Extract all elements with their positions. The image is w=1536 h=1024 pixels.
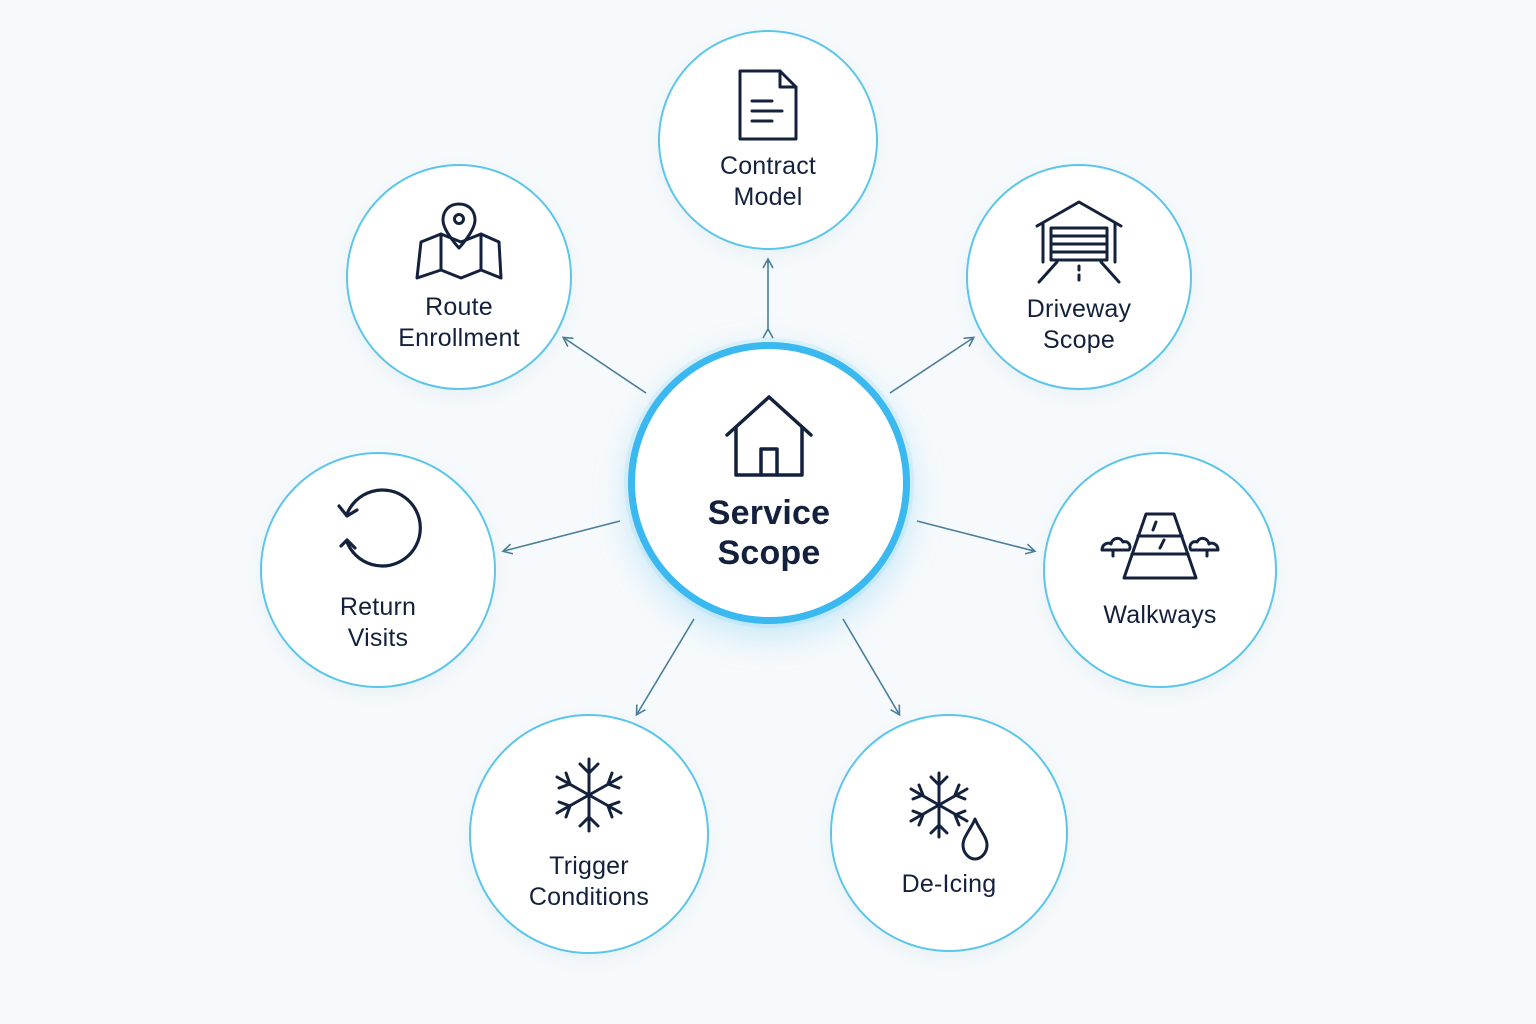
- map-pin-icon: [415, 202, 503, 280]
- connector-driveway-scope: [889, 336, 976, 394]
- service-scope-node: Service Scope: [628, 342, 910, 624]
- trigger-conditions-label: Trigger Conditions: [528, 852, 650, 911]
- house-icon: [725, 395, 813, 477]
- document-icon: [738, 69, 798, 141]
- driveway-scope-label: Driveway Scope: [1026, 295, 1132, 354]
- walkways-label: Walkways: [1103, 600, 1217, 629]
- route-enrollment-node: Route Enrollment: [346, 164, 572, 390]
- garage-icon: [1035, 200, 1123, 284]
- return-visits-label: Return Visits: [339, 593, 417, 652]
- refresh-icon: [337, 488, 422, 568]
- connector-de-icing: [842, 618, 901, 717]
- de-icing-node: De-Icing: [830, 714, 1068, 952]
- contract-model-label: Contract Model: [719, 152, 817, 211]
- connector-route-enrollment: [561, 336, 647, 394]
- service-scope-label: Service Scope: [707, 494, 831, 572]
- return-visits-node: Return Visits: [260, 452, 496, 688]
- snowflake-drop-icon: [909, 771, 989, 860]
- trigger-conditions-node: Trigger Conditions: [469, 714, 709, 954]
- route-enrollment-label: Route Enrollment: [398, 293, 520, 352]
- connector-walkways: [916, 520, 1037, 555]
- driveway-scope-node: Driveway Scope: [966, 164, 1192, 390]
- de-icing-label: De-Icing: [901, 869, 997, 898]
- path-icon: [1100, 512, 1220, 579]
- contract-model-node: Contract Model: [658, 30, 878, 250]
- connector-return-visits: [501, 520, 621, 555]
- snowflake-icon: [555, 757, 623, 833]
- walkways-node: Walkways: [1043, 452, 1277, 688]
- connector-trigger-conditions: [635, 618, 695, 717]
